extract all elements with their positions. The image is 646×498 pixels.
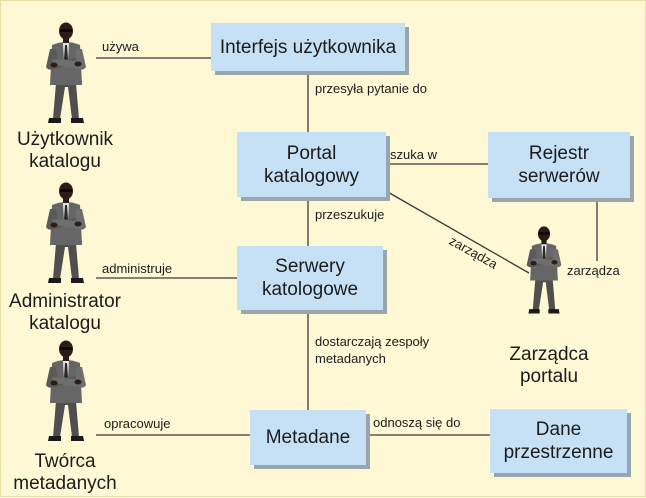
- box-label-line2: przestrzenne: [503, 442, 614, 463]
- edge-label-przeszukuje: przeszukuje: [315, 207, 385, 222]
- edge-label-szuka: szuka w: [390, 147, 437, 162]
- edge-label-zarzadza-rejestr: zarządza: [567, 263, 620, 278]
- box-label-line2: katalogowy: [263, 165, 360, 187]
- box-label-line1: Serwery: [275, 256, 345, 277]
- box-label-line2: serwerów: [518, 166, 600, 187]
- actor-name-line1: Zarządca: [509, 344, 589, 365]
- actor-name-line2: portalu: [519, 366, 579, 387]
- actor-name-line1: Twórca: [34, 451, 96, 472]
- edge-label-administruje: administruje: [102, 261, 173, 276]
- actor-name-line1: Użytkownik: [16, 129, 114, 150]
- actor-uzytkownik-katalogu: Użytkownik katalogu: [17, 129, 113, 173]
- edge-label-dostarczaja-line1: dostarczają zespoły: [315, 334, 430, 349]
- box-label-line1: Portal: [286, 142, 337, 164]
- edge-label-uzywa: używa: [102, 39, 139, 54]
- box-serwery-katologowe: Serwery katologowe: [237, 246, 383, 310]
- person-icon: [526, 226, 562, 314]
- actor-name-line2: metadanych: [13, 473, 117, 494]
- person-icon: [46, 182, 86, 283]
- line-zarzadza-portal: [385, 190, 530, 274]
- edge-label-przesyla: przesyła pytanie do: [315, 81, 428, 96]
- box-rejestr-serwerow: Rejestr serwerów: [488, 132, 630, 198]
- person-icon: [46, 340, 86, 441]
- actor-name-line2: katalogu: [29, 313, 101, 334]
- box-interfejs-uzytkownika: Interfejs użytkownika: [211, 23, 405, 71]
- box-label: Metadane: [265, 427, 351, 448]
- actor-name-line1: Administrator: [9, 291, 121, 312]
- box-label: Interfejs użytkownika: [219, 36, 397, 58]
- box-label-line2: katologowe: [261, 279, 359, 300]
- box-label-line1: Rejestr: [528, 143, 590, 164]
- actor-administrator-katalogu: Administrator katalogu: [9, 291, 121, 335]
- person-icon: [46, 22, 86, 123]
- box-portal-katalogowy: Portal katalogowy: [237, 132, 386, 197]
- edge-label-opracowuje: opracowuje: [104, 416, 171, 431]
- actor-zarzadca-portalu: Zarządca portalu: [509, 344, 588, 388]
- edge-label-odnosza: odnoszą się do: [373, 415, 461, 430]
- box-label-line1: Dane: [535, 419, 582, 440]
- actor-tworca-metadanych: Twórca metadanych: [13, 451, 117, 495]
- actor-name-line2: katalogu: [29, 151, 101, 172]
- box-metadane: Metadane: [250, 410, 366, 465]
- box-dane-przestrzenne: Dane przestrzenne: [490, 409, 627, 473]
- edge-label-dostarczaja: dostarczają zespoły metadanych: [315, 334, 429, 366]
- edge-label-dostarczaja-line2: metadanych: [315, 351, 386, 366]
